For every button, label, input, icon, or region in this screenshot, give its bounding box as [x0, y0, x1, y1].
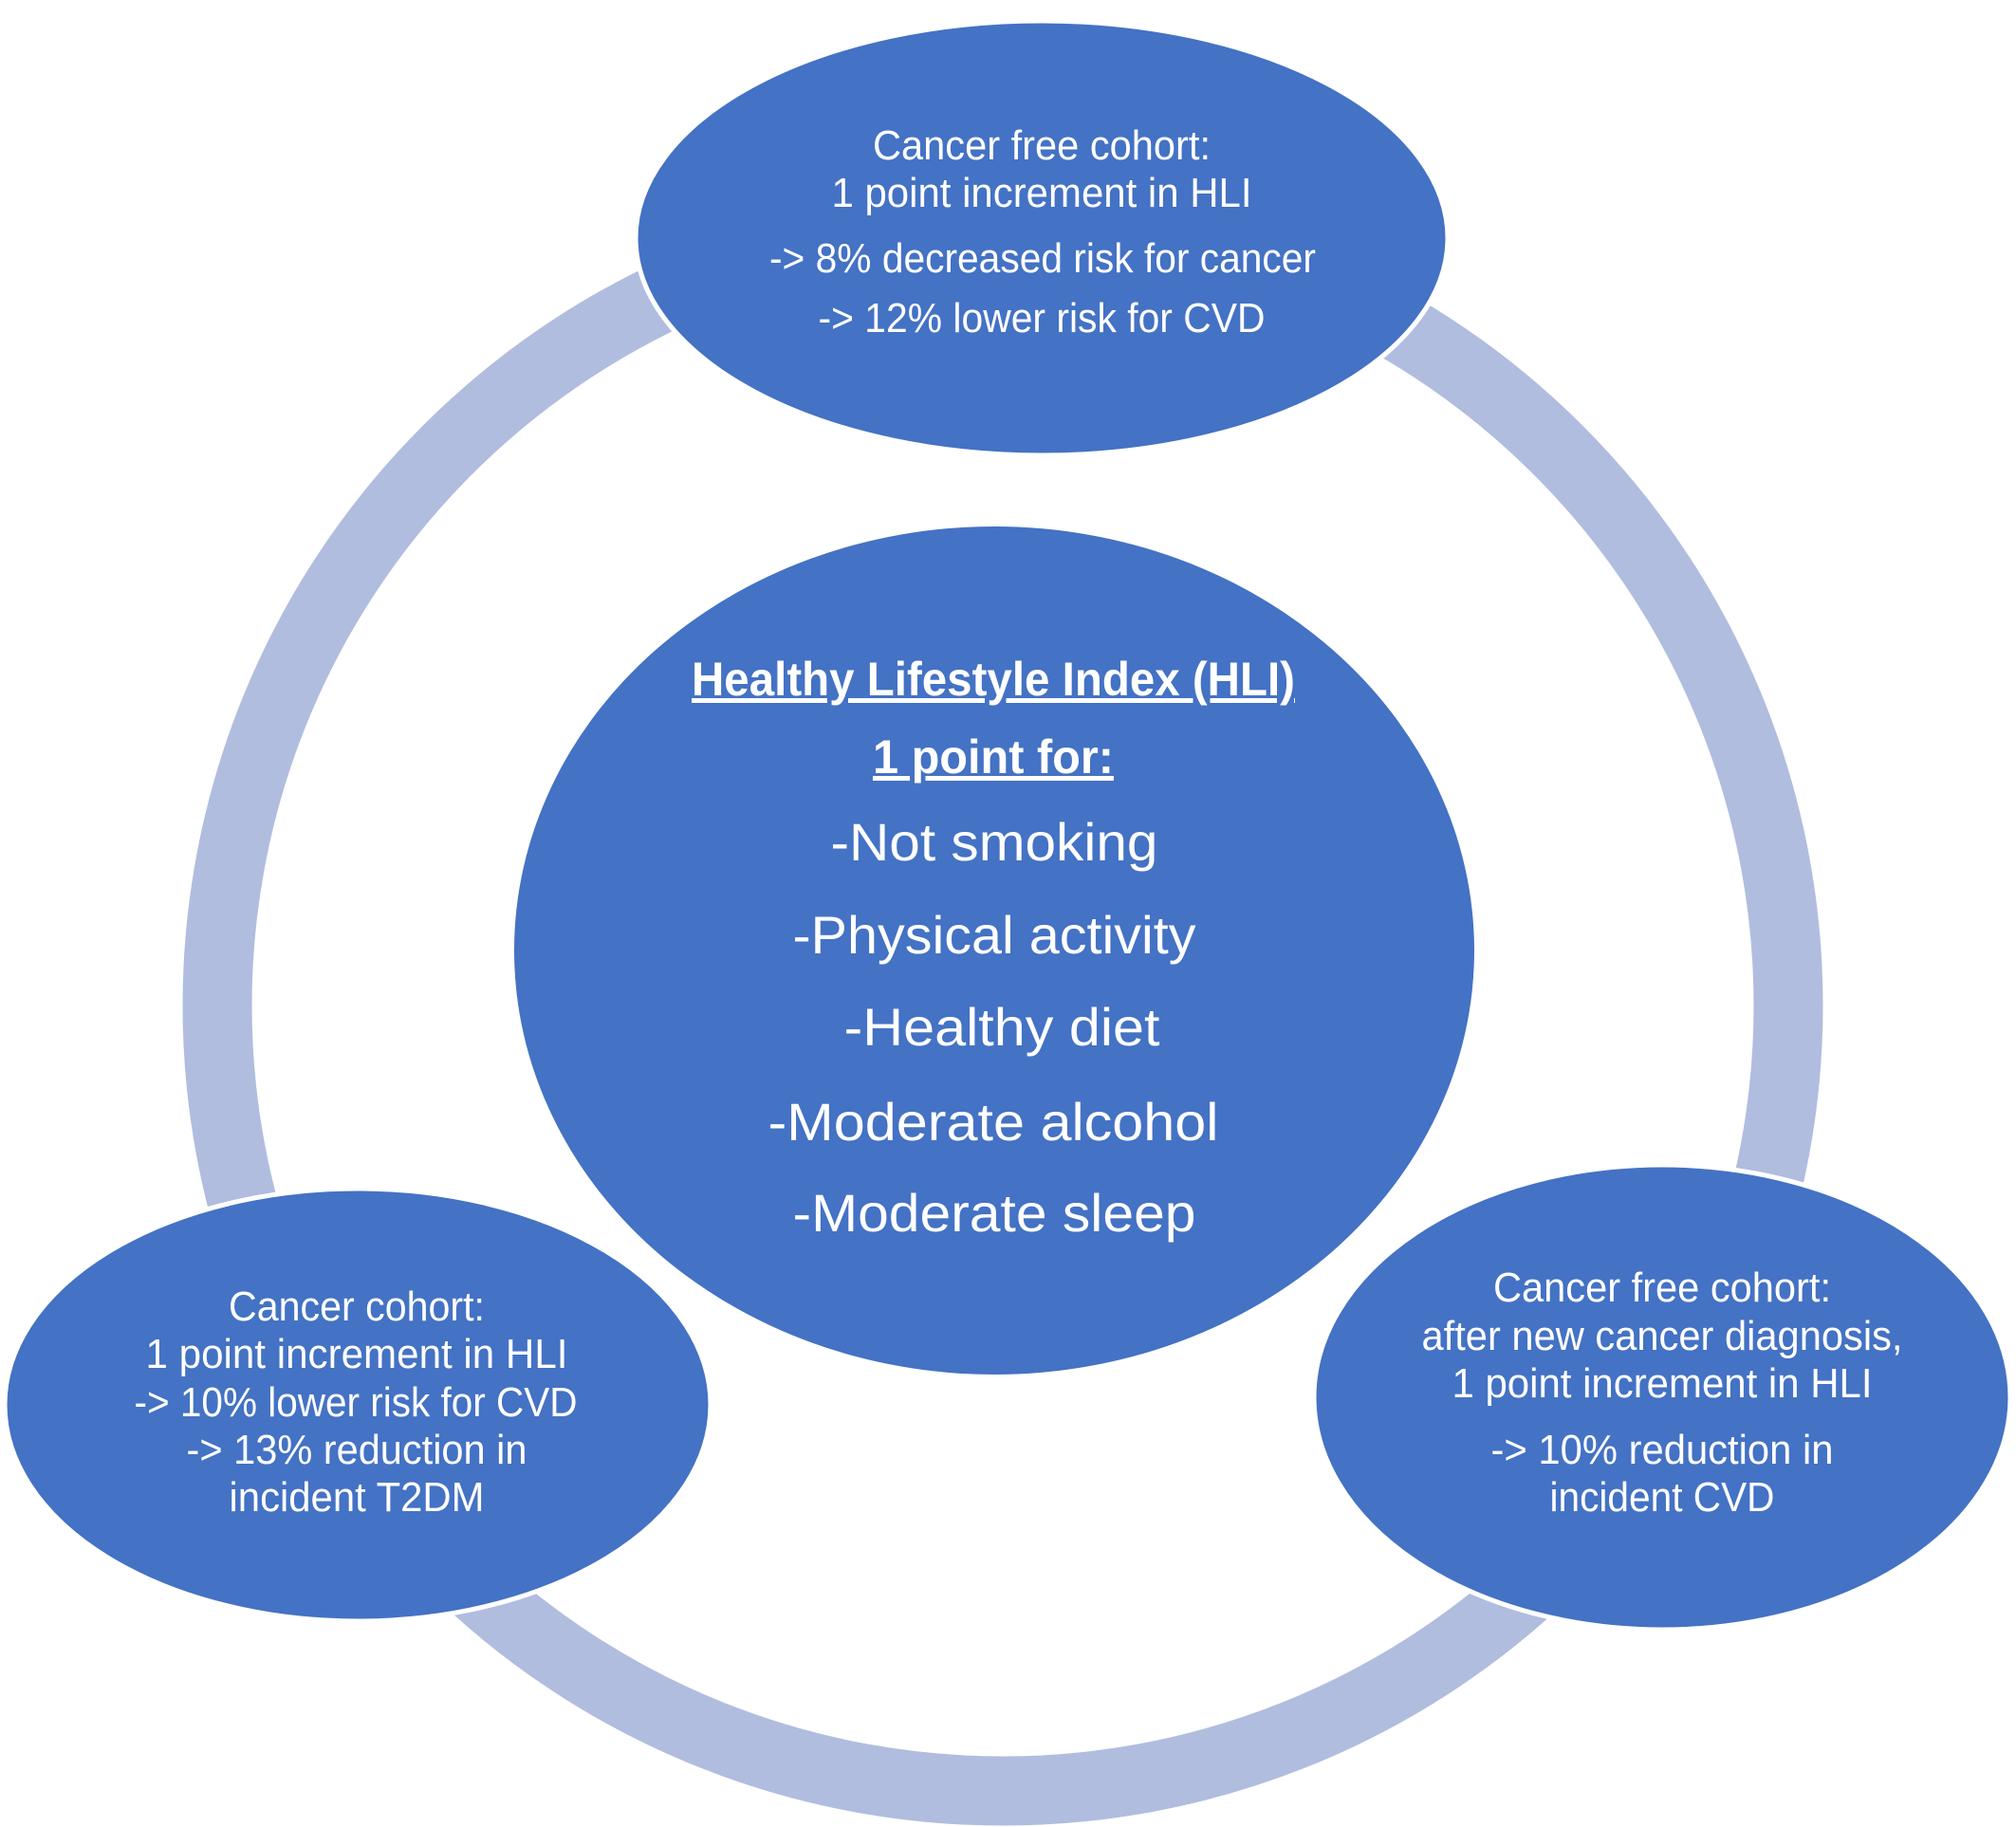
- right-node-line: incident CVD: [1550, 1474, 1775, 1521]
- left-node-line: incident T2DM: [230, 1474, 485, 1521]
- center-subtitle: 1 point for:: [873, 730, 1114, 784]
- center-item: -Not smoking: [831, 812, 1158, 872]
- center-item: -Moderate sleep: [793, 1183, 1196, 1243]
- left-node-line: Cancer cohort:: [229, 1283, 485, 1330]
- left-node-line: 1 point increment in HLI: [146, 1331, 568, 1377]
- right-node-line: after new cancer diagnosis,: [1422, 1313, 1903, 1359]
- top-node-shape: [633, 18, 1451, 458]
- left-node-cancer-cohort: Cancer cohort: 1 point increment in HLI …: [2, 1186, 713, 1624]
- top-node-line: -> 8% decreased risk for cancer: [769, 235, 1316, 282]
- center-node-shape: [514, 526, 1474, 1375]
- right-node-shape: [1311, 1162, 2013, 1633]
- center-item: -Healthy diet: [844, 997, 1160, 1057]
- top-node-line: 1 point increment in HLI: [832, 170, 1252, 216]
- left-node-line: -> 10% lower risk for CVD: [135, 1379, 578, 1426]
- top-node-line: Cancer free cohort:: [873, 122, 1211, 169]
- right-node-line: 1 point increment in HLI: [1452, 1360, 1873, 1407]
- center-title: Healthy Lifestyle Index (HLI): [692, 653, 1295, 706]
- center-item: -Physical activity: [793, 905, 1196, 965]
- top-node-line: -> 12% lower risk for CVD: [819, 295, 1266, 341]
- right-node-line: -> 10% reduction in: [1491, 1427, 1834, 1473]
- center-item: -Moderate alcohol: [768, 1092, 1219, 1152]
- right-node-new-cancer-diagnosis: Cancer free cohort: after new cancer dia…: [1311, 1162, 2013, 1633]
- right-node-line: Cancer free cohort:: [1493, 1264, 1831, 1311]
- center-node: Healthy Lifestyle Index (HLI) 1 point fo…: [514, 526, 1474, 1375]
- left-node-line: -> 13% reduction in: [187, 1427, 527, 1473]
- left-node-shape: [2, 1186, 713, 1624]
- top-node-cancer-free-cohort: Cancer free cohort: 1 point increment in…: [633, 18, 1451, 458]
